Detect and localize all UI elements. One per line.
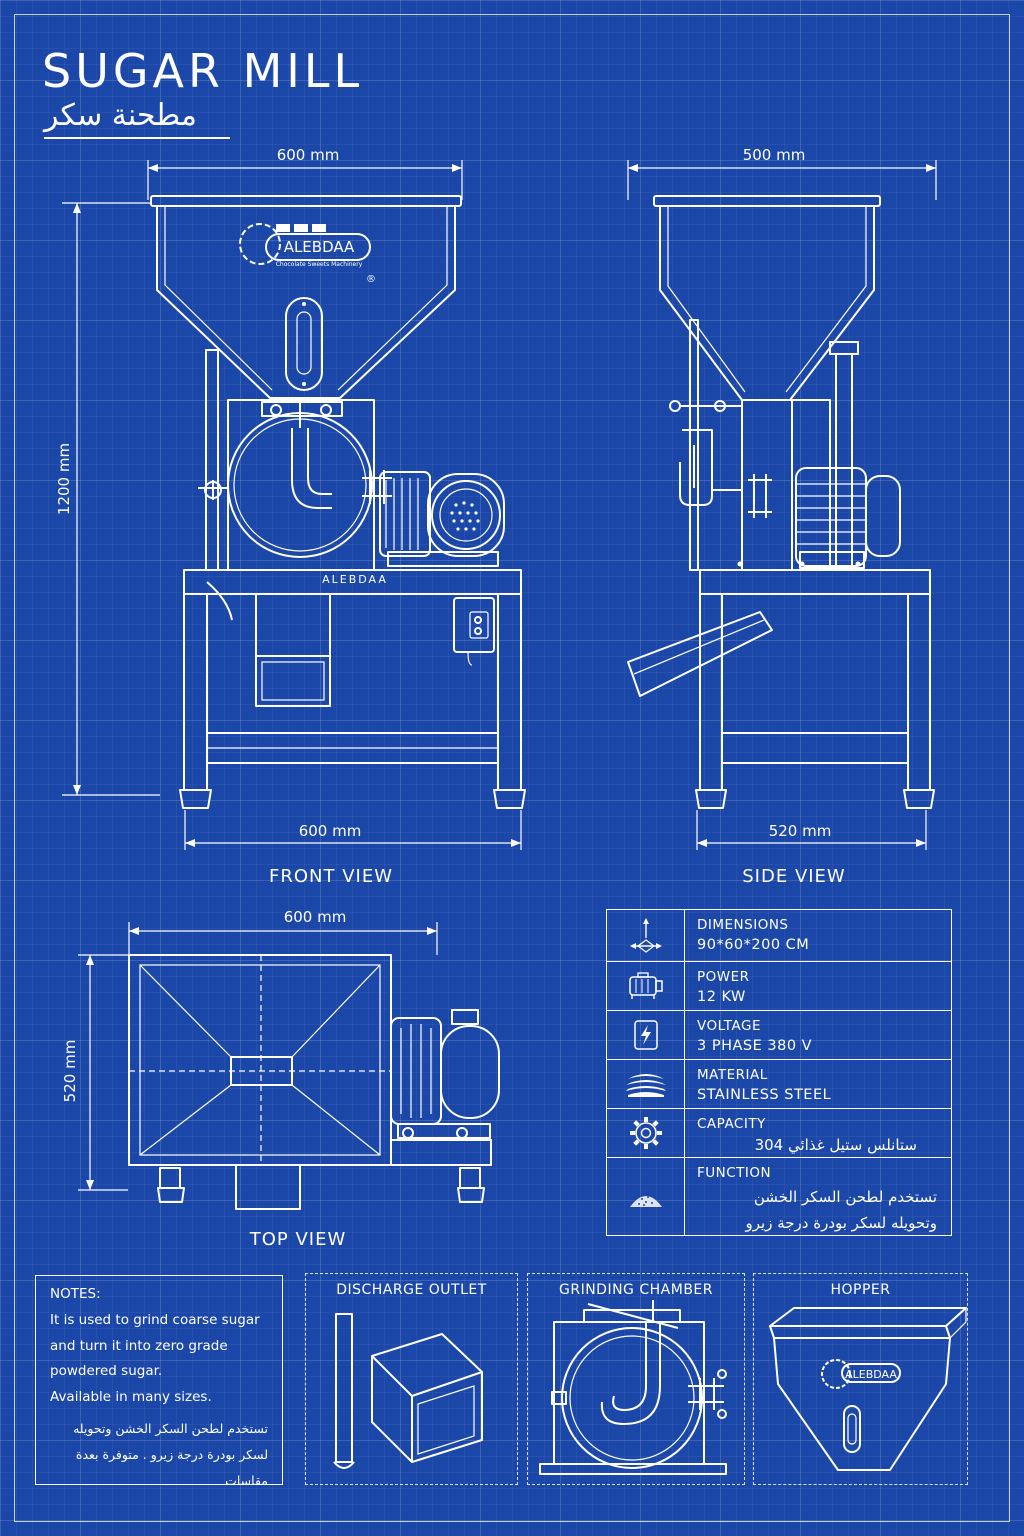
dimensions-icon [607,910,685,961]
spec-row-power: POWER 12 KW [607,962,951,1011]
spec-row-voltage: VOLTAGE 3 PHASE 380 V [607,1011,951,1060]
page-title: SUGAR MILL [42,44,364,98]
spec-label: DIMENSIONS [697,917,789,933]
brand-name: ALEBDAA [284,238,355,256]
notes-box: NOTES: It is used to grind coarse sugar … [35,1275,283,1488]
detail-title: HOPPER [830,1282,891,1298]
spec-value-function: تستخدم لطحن السكر الخشن وتحويله لسكر بود… [697,1184,937,1236]
page-title-arabic: مطحنة سكر [44,98,230,139]
front-top-width-dimension: 600 mm [276,146,340,164]
spec-row-dimensions: DIMENSIONS 90*60*200 CM [607,910,951,962]
spec-row-capacity: CAPACITY ستانلس ستيل غذائي 304 [607,1109,951,1158]
spec-label: FUNCTION [697,1165,772,1181]
detail-title: GRINDING CHAMBER [559,1282,713,1298]
material-stack-icon [607,1060,685,1108]
spec-value: 90*60*200 CM [697,937,810,953]
brand-registered-mark: ® [366,274,376,285]
detail-discharge-outlet: DISCHARGE OUTLET [305,1273,518,1485]
front-view-drawing [62,160,526,850]
spec-row-material: MATERIAL STAINLESS STEEL [607,1060,951,1109]
top-view-drawing [78,922,500,1210]
spec-value: STAINLESS STEEL [697,1087,832,1103]
side-view-label: SIDE VIEW [742,866,846,887]
notes-line: It is used to grind coarse sugar [50,1312,260,1328]
spec-label: MATERIAL [697,1067,768,1083]
notes-line: powdered sugar. [50,1363,163,1379]
side-view-drawing [627,160,937,850]
notes-line: Available in many sizes. [50,1388,212,1405]
spec-label: CAPACITY [697,1116,766,1132]
notes-title: NOTES: [50,1286,101,1302]
frame-brand-text: ALEBDAA [322,573,388,586]
spec-row-function: FUNCTION تستخدم لطحن السكر الخشن وتحويله… [607,1158,951,1235]
brand-logo: ALEBDAA Chocolate Sweets Machinery ® [239,223,376,285]
side-bottom-width-dimension: 520 mm [768,822,832,840]
specification-table: DIMENSIONS 90*60*200 CM POWER 12 KW [606,909,952,1236]
detail-hopper: HOPPER ALEBDAA [753,1273,968,1485]
notes-arabic-line-1: تستخدم لطحن السكر الخشن وتحويله [73,1421,268,1436]
spec-label: POWER [697,969,750,985]
voltage-icon [607,1011,685,1059]
function-line-2: وتحويله لسكر بودرة درجة زيرو [745,1214,937,1232]
front-view-label: FRONT VIEW [268,866,393,887]
detail-grinding-chamber: GRINDING CHAMBER [527,1273,745,1485]
side-top-width-dimension: 500 mm [742,146,806,164]
notes-arabic-line-2: لسكر بودرة درجة زيرو . متوفرة بعدة مقاسا… [75,1447,268,1488]
brand-tagline: Chocolate Sweets Machinery [276,261,363,268]
spec-value: ستانلس ستيل غذائي 304 [754,1136,917,1154]
powder-pile-icon [607,1158,685,1235]
spec-value: 12 KW [697,989,746,1005]
hopper-brand-name: ALEBDAA [845,1368,897,1381]
spec-value: 3 PHASE 380 V [697,1038,813,1054]
top-view-label: TOP VIEW [249,1229,347,1250]
spec-label: VOLTAGE [697,1018,761,1034]
detail-title: DISCHARGE OUTLET [336,1282,487,1298]
gear-icon [607,1109,685,1157]
front-bottom-width-dimension: 600 mm [298,822,362,840]
notes-line: and turn it into zero grade [50,1337,228,1354]
top-width-dimension: 600 mm [283,908,347,926]
function-line-1: تستخدم لطحن السكر الخشن [753,1188,937,1206]
motor-icon [607,962,685,1010]
